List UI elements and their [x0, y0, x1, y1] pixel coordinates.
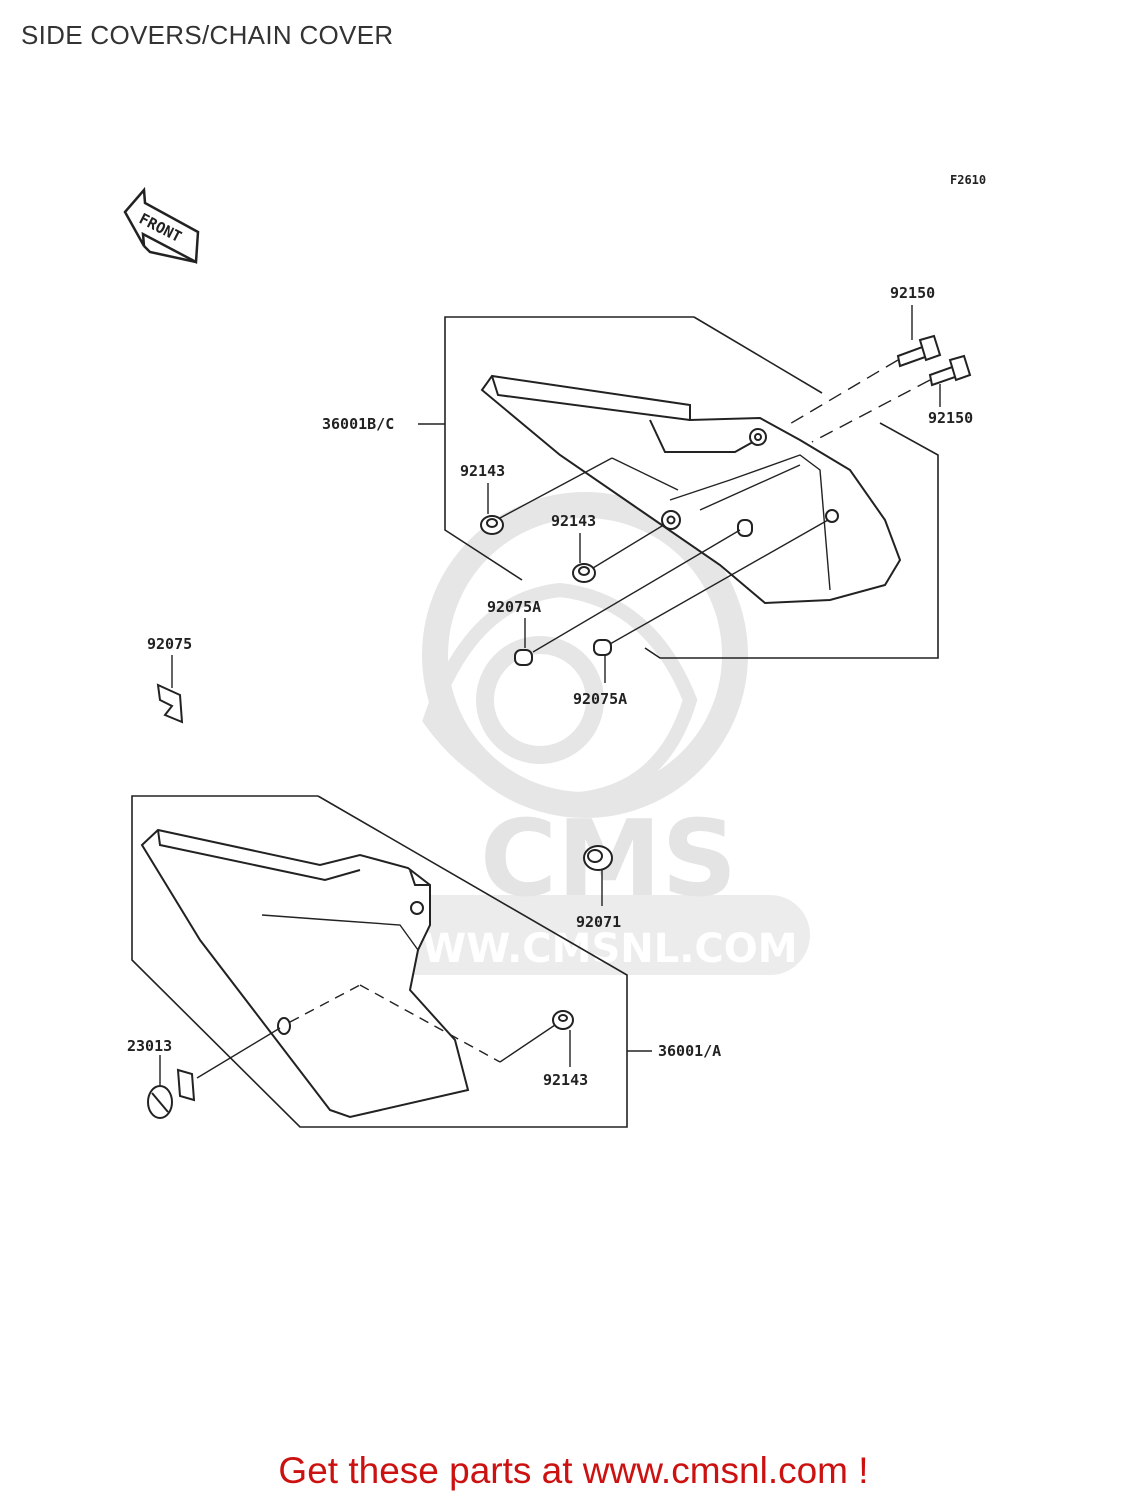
chain-cover-part [480, 374, 902, 605]
callout-92075a-left: 92075A [487, 598, 541, 616]
callout-92071: 92071 [576, 913, 621, 931]
grommet-92143-upper-mid [572, 563, 596, 583]
leader-lines [159, 305, 941, 1085]
damper-92071 [583, 845, 613, 871]
watermark-url: WWW.CMSNL.COM [378, 926, 798, 972]
collar-92075a-left [514, 649, 533, 666]
callout-36001bc: 36001B/C [322, 415, 394, 433]
grommet-92143-lower [552, 1010, 574, 1030]
figure-code: F2610 [950, 173, 986, 187]
cta-link[interactable]: Get these parts at www.cmsnl.com ! [278, 1450, 869, 1491]
callout-92143-mid: 92143 [551, 512, 596, 530]
callout-92075: 92075 [147, 635, 192, 653]
callout-92143-left: 92143 [460, 462, 505, 480]
lower-group-frame [131, 795, 628, 1128]
bolt-92150-b [928, 354, 972, 387]
callout-92150-right: 92150 [928, 409, 973, 427]
callout-92075a-right: 92075A [573, 690, 627, 708]
clip-92075 [156, 683, 184, 724]
front-direction-arrow: FRONT [123, 186, 200, 265]
parts-diagram: CMS WWW.CMSNL.COM F2610 FRONT [123, 173, 986, 1128]
callout-23013: 23013 [127, 1037, 172, 1055]
callout-92143-lower: 92143 [543, 1071, 588, 1089]
collar-92075a-right [593, 639, 612, 656]
callout-36001a: 36001/A [658, 1042, 721, 1060]
callout-92150-top: 92150 [890, 284, 935, 302]
screw-23013 [147, 1068, 196, 1119]
bolt-92150-a [896, 334, 942, 368]
grommet-92143-upper-left [480, 515, 504, 535]
side-cover-part [140, 828, 470, 1119]
page-title: SIDE COVERS/CHAIN COVER [21, 20, 394, 50]
